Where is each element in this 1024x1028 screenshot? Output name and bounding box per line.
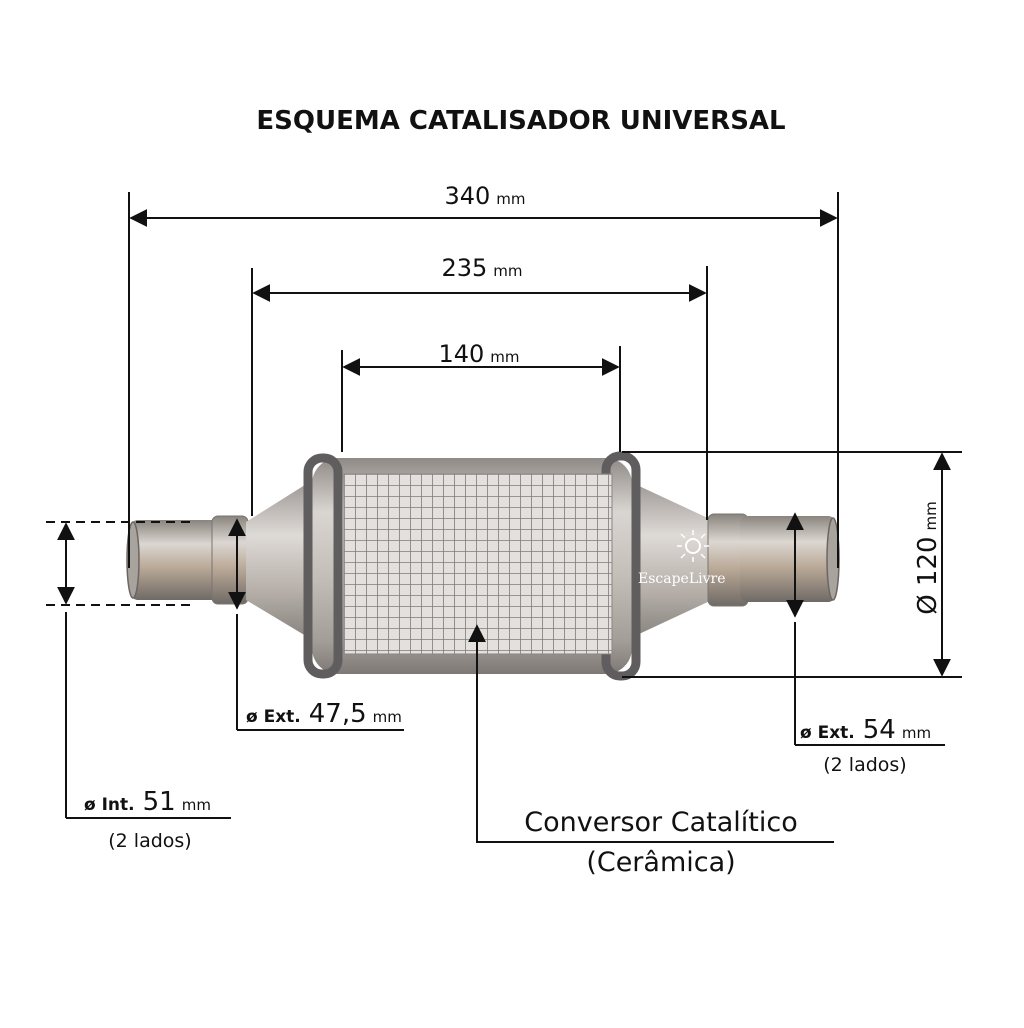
brand-text: EscapeLivre [638, 571, 726, 587]
diagram-title: ESQUEMA CATALISADOR UNIVERSAL [256, 106, 785, 136]
ceramic-substrate-grid [343, 473, 613, 655]
converter-sublabel: (Cerâmica) [586, 847, 735, 878]
left-cone [246, 478, 316, 642]
left-flange [303, 453, 343, 679]
right-outlet-pipe [740, 516, 836, 602]
right-cone [622, 478, 712, 642]
sun-icon [685, 538, 701, 554]
converter-label: Conversor Catalítico [524, 807, 797, 838]
escapelivre-logo: EscapeLivre [638, 530, 726, 587]
right-ext-diameter-note: (2 lados) [823, 754, 906, 776]
body-diameter-label: Ø 120mm [913, 501, 943, 615]
dimension-lines [46, 192, 962, 843]
inner-diameter-note: (2 lados) [108, 830, 191, 852]
catalytic-converter-image: EscapeLivre [126, 451, 840, 681]
